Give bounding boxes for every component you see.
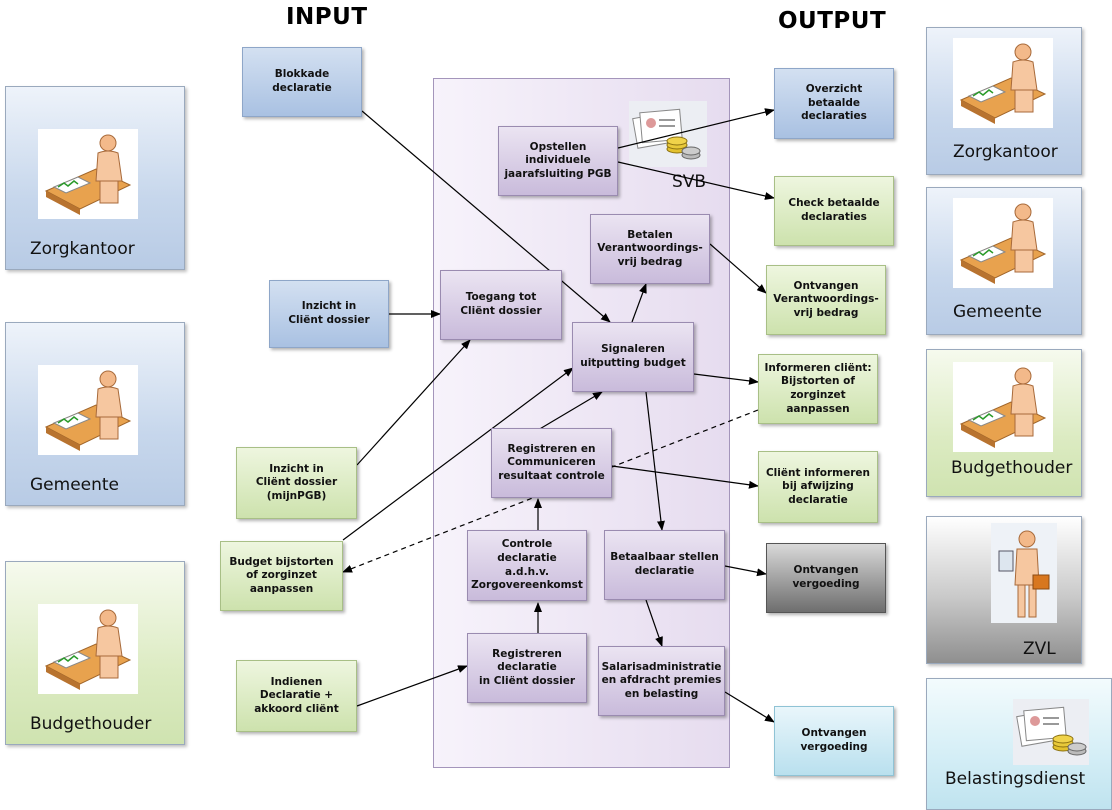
process-salarisadministratie[interactable]: Salarisadministratie en afdracht premies… bbox=[598, 646, 725, 716]
standing-worker-icon bbox=[991, 523, 1057, 623]
process-opstellen-jaarafsluiting[interactable]: Opstellen individuele jaarafsluiting PGB bbox=[498, 126, 618, 196]
output-overzicht-betaalde-declaraties[interactable]: Overzicht betaalde declaraties bbox=[774, 68, 894, 139]
output-heading: OUTPUT bbox=[778, 8, 887, 34]
actor-gemeente-left: Gemeente bbox=[5, 322, 185, 506]
input-heading: INPUT bbox=[286, 4, 368, 30]
actor-zorgkantoor-left: Zorgkantoor bbox=[5, 86, 185, 270]
desk-worker-icon bbox=[38, 604, 138, 694]
process-signaleren-uitputting[interactable]: Signaleren uitputting budget bbox=[572, 322, 694, 392]
output-ontvangen-verantwoordingsvrij[interactable]: Ontvangen Verantwoordings- vrij bedrag bbox=[766, 265, 886, 335]
actor-zvl: ZVL bbox=[926, 516, 1082, 664]
arrow bbox=[342, 409, 759, 573]
input-budget-bijstorten[interactable]: Budget bijstorten of zorginzet aanpassen bbox=[220, 541, 343, 611]
output-check-betaalde-declaraties[interactable]: Check betaalde declaraties bbox=[774, 176, 894, 246]
process-registreren-declaratie[interactable]: Registreren declaratie in Cliënt dossier bbox=[467, 633, 587, 703]
process-toegang-client-dossier[interactable]: Toegang tot Cliënt dossier bbox=[440, 270, 562, 340]
input-indienen-declaratie[interactable]: Indienen Declaratie + akkoord cliënt bbox=[236, 660, 357, 732]
arrow bbox=[645, 391, 665, 531]
process-registreren-communiceren[interactable]: Registreren en Communiceren resultaat co… bbox=[491, 428, 612, 498]
arrow bbox=[693, 373, 759, 385]
arrow bbox=[356, 665, 468, 707]
desk-worker-icon bbox=[953, 38, 1053, 128]
arrow bbox=[724, 565, 767, 577]
output-informeren-client[interactable]: Informeren cliënt: Bijstorten of zorginz… bbox=[758, 354, 878, 424]
actor-budgethouder-left: Budgethouder bbox=[5, 561, 185, 745]
output-ontvangen-vergoeding-belasting[interactable]: Ontvangen vergoeding bbox=[774, 706, 894, 776]
process-betalen-verantwoordingsvrij[interactable]: Betalen Verantwoordings- vrij bedrag bbox=[590, 214, 710, 284]
desk-worker-icon bbox=[953, 198, 1053, 288]
actor-label: ZVL bbox=[1023, 639, 1056, 659]
actor-label: Belastingsdienst bbox=[945, 769, 1086, 789]
process-betaalbaar-stellen[interactable]: Betaalbaar stellen declaratie bbox=[604, 530, 725, 600]
arrow bbox=[342, 367, 574, 541]
actor-zorgkantoor-right: Zorgkantoor bbox=[926, 27, 1082, 175]
arrow bbox=[361, 110, 611, 323]
desk-worker-icon bbox=[953, 362, 1053, 452]
actor-label: Zorgkantoor bbox=[30, 239, 135, 259]
arrow bbox=[617, 108, 775, 149]
input-blokkade-declaratie[interactable]: Blokkade declaratie bbox=[242, 47, 362, 117]
desk-worker-icon bbox=[38, 365, 138, 455]
actor-label: Zorgkantoor bbox=[953, 142, 1058, 162]
actor-label: Budgethouder bbox=[951, 458, 1073, 478]
actor-label: Budgethouder bbox=[30, 714, 152, 734]
arrow bbox=[709, 243, 767, 294]
input-inzicht-client-dossier[interactable]: Inzicht in Cliënt dossier bbox=[269, 280, 389, 348]
output-client-informeren-afwijzing[interactable]: Cliënt informeren bij afwijzing declarat… bbox=[758, 451, 878, 523]
arrow bbox=[537, 391, 603, 431]
actor-budgethouder-right: Budgethouder bbox=[926, 349, 1082, 497]
output-ontvangen-vergoeding-zvl[interactable]: Ontvangen vergoeding bbox=[766, 543, 886, 613]
actor-belastingsdienst: Belastingsdienst bbox=[926, 678, 1112, 810]
documents-coins-icon bbox=[629, 101, 707, 167]
arrow bbox=[356, 339, 471, 466]
arrow bbox=[645, 599, 663, 647]
process-controle-declaratie[interactable]: Controle declaratie a.d.h.v. Zorgovereen… bbox=[467, 530, 587, 601]
actor-gemeente-right: Gemeente bbox=[926, 187, 1082, 335]
input-inzicht-mijnpgb[interactable]: Inzicht in Cliënt dossier (mijnPGB) bbox=[236, 447, 357, 519]
arrow bbox=[631, 283, 647, 323]
arrow bbox=[724, 691, 775, 723]
documents-coins-icon bbox=[1013, 699, 1089, 765]
arrow bbox=[617, 161, 775, 200]
arrow bbox=[611, 465, 759, 489]
actor-label: Gemeente bbox=[953, 302, 1043, 322]
actor-label: Gemeente bbox=[30, 475, 120, 495]
desk-worker-icon bbox=[38, 129, 138, 219]
